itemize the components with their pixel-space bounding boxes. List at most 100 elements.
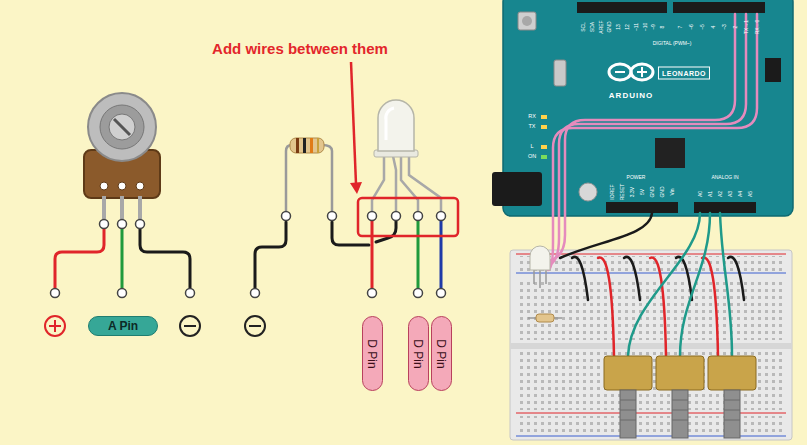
callout-arrow [350, 182, 362, 194]
resistor-symbol [290, 138, 324, 153]
arduino-board [694, 202, 756, 213]
arduino-board [577, 2, 667, 13]
terminal-dot [51, 289, 60, 298]
arduino-board [631, 64, 653, 80]
terminal-dot [437, 212, 446, 221]
pin-label: 2 [733, 26, 738, 29]
polarity-symbol [245, 316, 265, 336]
potentiometer-symbol [84, 93, 160, 220]
pin-label: ~10 [642, 23, 647, 31]
arduino-board [492, 0, 793, 216]
breadboard-parts [724, 420, 740, 421]
potentiometer-symbol [109, 114, 135, 140]
pin-label: SDA [589, 22, 594, 32]
resistor-symbol [286, 138, 332, 212]
header-label: DIGITAL (PWM~) [653, 41, 692, 46]
terminal-dot [100, 220, 109, 229]
resistor-symbol [317, 138, 319, 153]
polarity-symbol [249, 325, 261, 327]
pin-label: SCL [581, 22, 586, 32]
pin-label: Vin [670, 188, 675, 195]
pin-label: TX→1 [744, 20, 749, 34]
terminal-dot [136, 220, 145, 229]
pin-label: RX←0 [755, 20, 760, 35]
rgb-led-symbol [372, 100, 441, 212]
resistor-symbol [286, 145, 292, 212]
pin-label: ~6 [689, 24, 694, 30]
terminal-dot [437, 289, 446, 298]
breadboard-parts [672, 410, 688, 411]
rgb-led-symbol [409, 156, 441, 212]
pin-label: D Pin [435, 339, 447, 368]
arduino-board [492, 172, 542, 206]
polarity-symbol [45, 316, 65, 336]
arduino-board [655, 138, 685, 168]
breadboard-parts [620, 400, 636, 401]
breadboard-parts [672, 400, 688, 401]
terminal-dot [368, 289, 377, 298]
polarity-symbol [45, 316, 265, 336]
pin-label: GND [650, 186, 655, 197]
breadboard-parts [530, 246, 550, 270]
arduino-board [541, 115, 547, 119]
breadboard [516, 436, 786, 437]
led-label: RX [528, 114, 536, 120]
breadboard-parts [533, 270, 535, 284]
breadboard [516, 416, 786, 434]
breadboard [516, 413, 786, 414]
breadboard-wire [548, 14, 757, 270]
breadboard-parts [545, 270, 547, 284]
led-label: ON [528, 154, 536, 160]
breadboard-wire [624, 257, 640, 300]
terminal-dot [328, 212, 337, 221]
breadboard-parts [724, 400, 740, 401]
breadboard-wire [540, 14, 735, 262]
resistor-symbol [322, 145, 332, 212]
wire [371, 220, 374, 289]
breadboard-wire [544, 14, 746, 266]
rgb-led-symbol [378, 100, 414, 151]
wire [140, 228, 190, 289]
arduino-board [554, 60, 566, 86]
board-model: LEONARDO [658, 67, 710, 80]
rgb-led-symbol [372, 156, 441, 212]
breadboard-parts [724, 390, 740, 438]
polarity-symbol [180, 316, 200, 336]
breadboard-parts [672, 420, 688, 421]
breadboard-wire [540, 14, 757, 356]
breadboard-wire [680, 213, 710, 356]
pin-label: ~3 [722, 24, 727, 30]
pin-label: AREF [598, 20, 603, 33]
pin-label: A2 [718, 191, 723, 197]
callout-text: Add wires between them [212, 41, 388, 56]
pin-label: A4 [738, 191, 743, 197]
arduino-board [541, 155, 547, 159]
board-brand: ARDUINO [609, 92, 653, 100]
pin-label: ~5 [700, 24, 705, 30]
terminal-dot [118, 220, 127, 229]
breadboard-parts [620, 420, 636, 421]
pin-label: D Pin [412, 339, 424, 368]
pin-label: A1 [708, 191, 713, 197]
rgb-led-symbol [386, 108, 394, 140]
arduino-board [518, 12, 536, 30]
arduino-board [765, 58, 781, 82]
digital-pin-pill: D Pin [408, 316, 429, 391]
analog-pin-pill: A Pin [88, 316, 158, 336]
potentiometer-symbol [114, 119, 130, 135]
breadboard-parts [539, 270, 541, 288]
pin-label: GND [660, 186, 665, 197]
breadboard [510, 250, 792, 440]
terminal-dot [414, 212, 423, 221]
breadboard [510, 343, 792, 349]
breadboard-parts [620, 410, 636, 411]
pin-label: ~11 [633, 23, 638, 31]
breadboard [510, 250, 792, 440]
wire [255, 220, 441, 289]
potentiometer-symbol [102, 196, 106, 220]
breadboard-wire [572, 257, 588, 300]
wire [121, 228, 124, 289]
terminal-dot [51, 220, 195, 298]
pin-label: 4 [711, 26, 716, 29]
